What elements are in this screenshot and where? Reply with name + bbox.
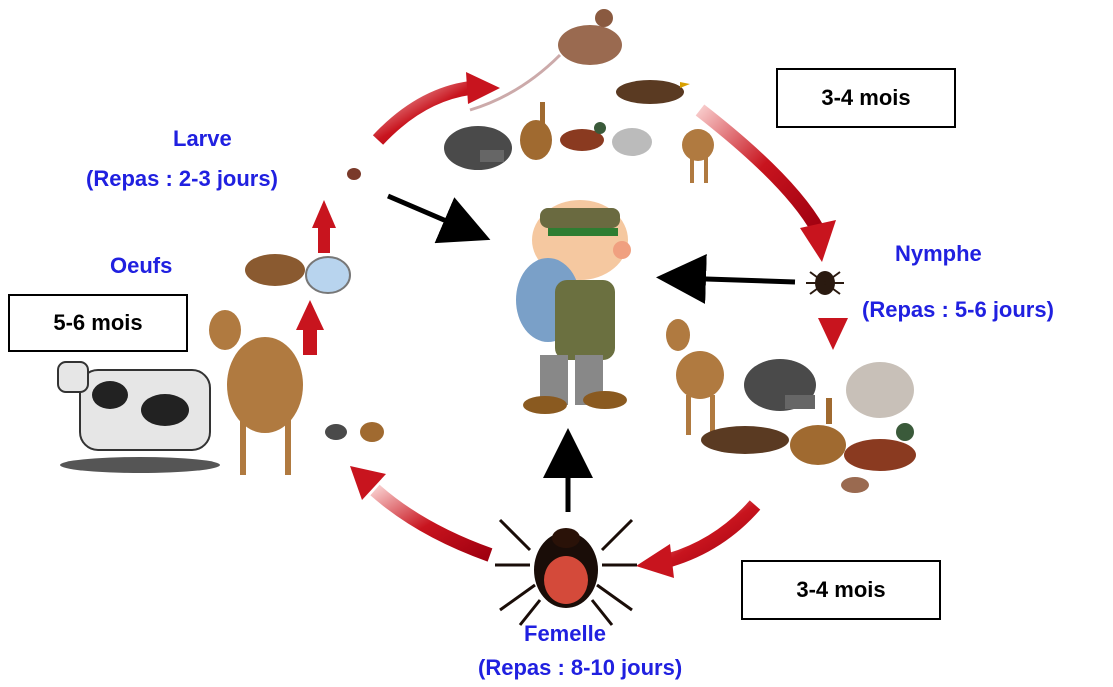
deer-icon: [209, 310, 303, 475]
pointer-arrow-larva: [388, 196, 472, 232]
squirrel-icon: [846, 362, 914, 418]
label-larve: Larve: [173, 126, 232, 152]
cycle-arrow-left-up: [296, 300, 324, 355]
hedgehog-icon: [325, 424, 347, 440]
cow-icon: [58, 362, 220, 473]
blackbird-icon: [701, 426, 789, 454]
tick-icon: [806, 271, 844, 295]
label-femelle: Femelle: [524, 621, 606, 647]
hedgehog-icon: [444, 126, 512, 170]
label-larve-meal: (Repas : 2-3 jours): [86, 166, 278, 192]
hiker-icon: [516, 200, 631, 414]
tick-icon: [347, 168, 361, 180]
deer-icon: [666, 319, 724, 435]
mouse-icon: [841, 477, 869, 493]
cycle-arrow-bottom-right: [636, 505, 755, 578]
egg-cluster-icon: [245, 254, 350, 293]
duration-box-bottom-right: 3-4 mois: [741, 560, 941, 620]
label-nymphe: Nymphe: [895, 241, 982, 267]
duration-box-left: 5-6 mois: [8, 294, 188, 352]
duration-box-top-right: 3-4 mois: [776, 68, 956, 128]
cycle-arrow-top-right: [700, 110, 836, 262]
pheasant-icon: [560, 122, 606, 151]
cycle-arrow-bottom-left: [350, 466, 490, 555]
mouse-icon: [470, 9, 622, 110]
label-femelle-meal: (Repas : 8-10 jours): [478, 655, 682, 681]
blackbird-icon: [616, 80, 690, 104]
squirrel-icon: [612, 128, 652, 156]
deer-icon: [682, 129, 714, 183]
label-nymphe-meal: (Repas : 5-6 jours): [862, 297, 1054, 323]
pointer-arrow-nymph: [676, 278, 795, 282]
hare-icon: [360, 422, 384, 442]
tick-icon: [495, 520, 637, 625]
hedgehog-icon: [744, 359, 816, 411]
cycle-arrow-nymph-down: [818, 318, 848, 350]
pheasant-icon: [844, 423, 916, 471]
hare-icon: [520, 102, 552, 160]
label-oeufs: Oeufs: [110, 253, 172, 279]
cycle-arrow-eggs-up: [312, 200, 336, 253]
